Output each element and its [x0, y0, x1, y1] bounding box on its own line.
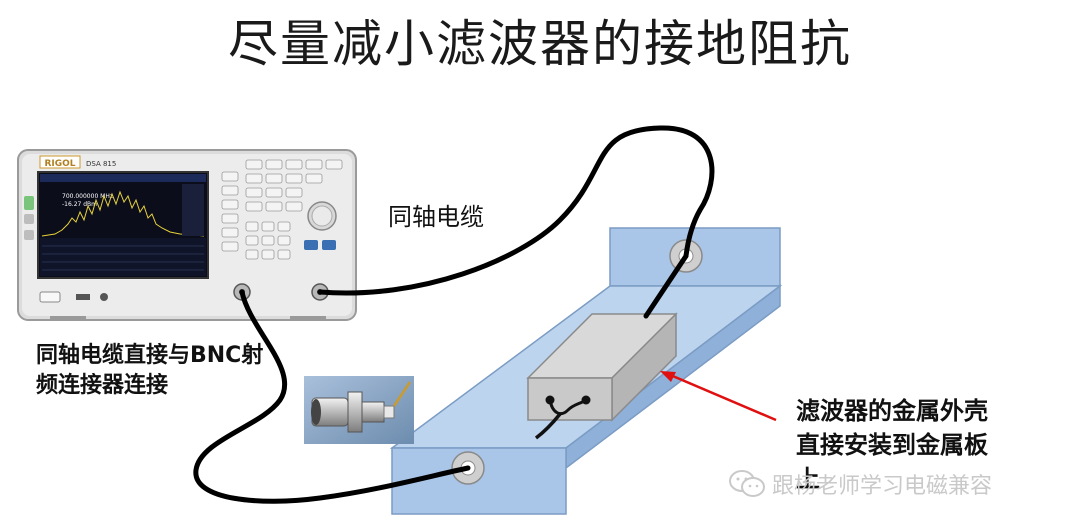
- red-arrow: [660, 371, 777, 422]
- label-coax-bnc-text: 同轴电缆直接与BNC射频连接器连接: [36, 343, 264, 398]
- watermark: 跟杨老师学习电磁兼容: [728, 468, 992, 500]
- page-title: 尽量减小滤波器的接地阻抗: [228, 15, 852, 73]
- label-coax-cable: 同轴电缆: [388, 203, 484, 231]
- bnc-connector-photo: [304, 376, 414, 444]
- analyzer-readout-freq: 700.000000 MHz: [62, 193, 113, 200]
- coax-cables: [193, 125, 715, 504]
- filter-box: [526, 312, 678, 440]
- wechat-icon: [728, 469, 766, 499]
- label-filter-mount: 滤波器的金属外壳直接安装到金属板上: [796, 394, 996, 496]
- analyzer-brand: RIGOL: [44, 159, 75, 169]
- watermark-text: 跟杨老师学习电磁兼容: [772, 474, 993, 499]
- spectrum-analyzer: RIGOL DSA 815 700.000000 MHz -16.27 dBm: [17, 149, 357, 321]
- label-coax-bnc: 同轴电缆直接与BNC射频连接器连接: [36, 341, 266, 401]
- analyzer-model: DSA 815: [86, 160, 116, 168]
- label-filter-mount-text: 滤波器的金属外壳直接安装到金属板上: [796, 397, 988, 493]
- analyzer-readout-level: -16.27 dBm: [62, 201, 97, 208]
